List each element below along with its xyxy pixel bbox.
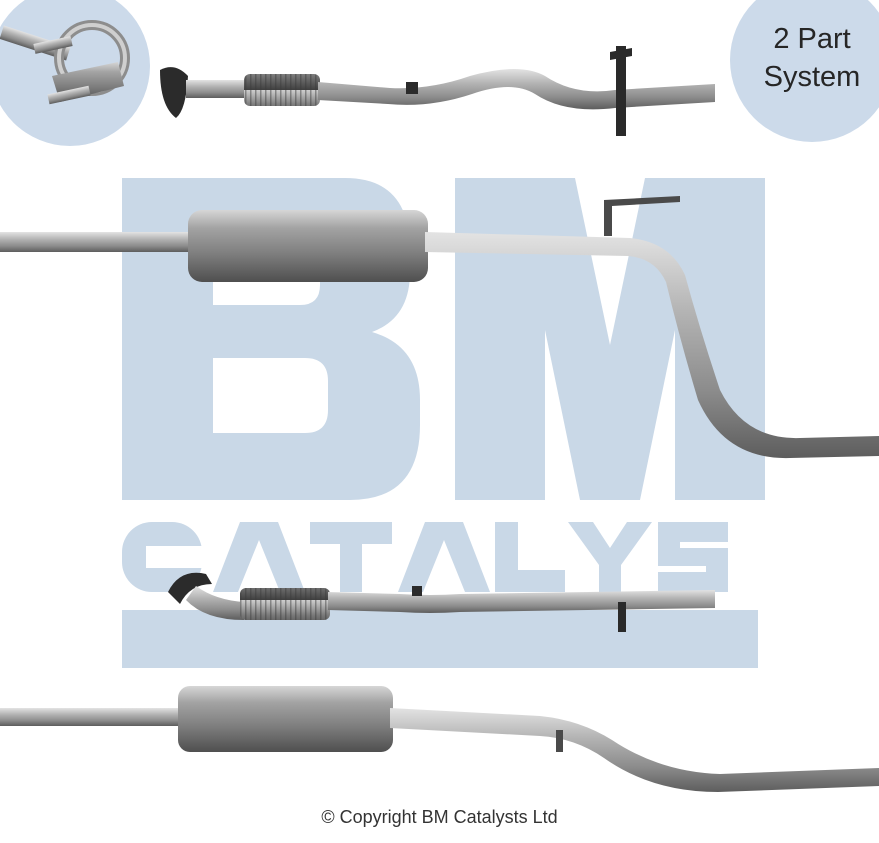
front-pipe-side-view bbox=[168, 572, 715, 632]
clamp-icon bbox=[0, 20, 130, 105]
watermark-letter-m bbox=[455, 178, 765, 500]
clamp-badge bbox=[0, 0, 150, 146]
badge-line-1: 2 Part bbox=[773, 23, 851, 55]
system-badge-label: 2 Part System bbox=[742, 20, 879, 96]
rear-silencer-side-view bbox=[0, 686, 879, 792]
badge-line-2: System bbox=[763, 61, 861, 93]
badge-circle-right bbox=[730, 0, 879, 142]
watermark-base-bar bbox=[122, 610, 758, 668]
rear-silencer-top-view bbox=[0, 196, 879, 459]
copyright-notice: © Copyright BM Catalysts Ltd bbox=[321, 807, 558, 827]
watermark-word-catalysts bbox=[122, 522, 728, 592]
front-pipe-top-view bbox=[160, 46, 715, 136]
